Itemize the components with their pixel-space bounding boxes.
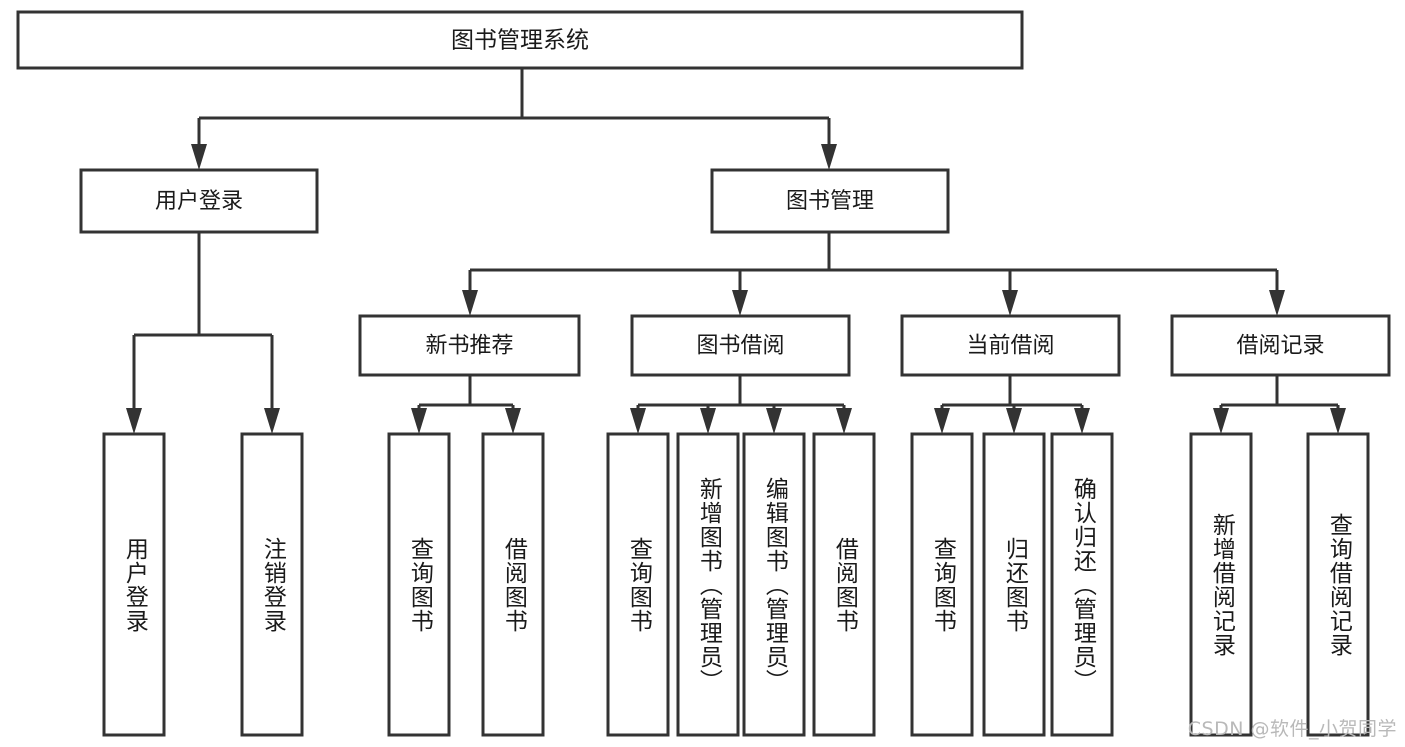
node-box-rect [1050, 432, 1114, 737]
node-box-rect [481, 432, 545, 737]
node-leaf-查询图书[interactable] [387, 432, 451, 737]
node-level2-图书管理[interactable]: 图书管理 [710, 168, 950, 234]
node-level3-借阅记录[interactable]: 借阅记录 [1170, 314, 1391, 377]
node-leaf-确认归还管理员[interactable] [1050, 432, 1114, 737]
node-leaf-新增借阅记录[interactable] [1189, 432, 1253, 737]
node-box-rect [900, 314, 1121, 377]
node-label: 图书管理 [786, 189, 874, 214]
node-leaf-查询借阅记录[interactable] [1306, 432, 1370, 737]
user-login-arrow-0 [126, 408, 142, 434]
node-box-rect [240, 432, 304, 737]
node-leaf-用户登录[interactable] [102, 432, 166, 737]
node-box-rect [982, 432, 1046, 737]
node-leaf-借阅图书[interactable] [481, 432, 545, 737]
node-box-rect [358, 314, 581, 377]
node-leaf-注销登录[interactable] [240, 432, 304, 737]
node-box-rect [910, 432, 974, 737]
current-arrow-1 [1006, 408, 1022, 434]
node-leaf-查询图书[interactable] [606, 432, 670, 737]
node-box-rect [102, 432, 166, 737]
node-box-rect [630, 314, 851, 377]
record-arrow-0 [1213, 408, 1229, 434]
node-level3-新书推荐[interactable]: 新书推荐 [358, 314, 581, 377]
record-arrow-1 [1330, 408, 1346, 434]
new-book-arrow-1 [505, 408, 521, 434]
node-box-rect [812, 432, 876, 737]
level3-arrow-1 [732, 290, 748, 316]
user-login-arrow-1 [264, 408, 280, 434]
node-level3-当前借阅[interactable]: 当前借阅 [900, 314, 1121, 377]
node-box-rect [710, 168, 950, 234]
watermark-text: CSDN @软件_小贺同学 [1187, 718, 1397, 740]
node-box-rect [606, 432, 670, 737]
level3-arrow-0 [462, 290, 478, 316]
node-box-rect [1189, 432, 1253, 737]
level3-arrow-2 [1002, 290, 1018, 316]
node-label: 新书推荐 [425, 334, 513, 359]
node-box-rect [742, 432, 806, 737]
connectors-layer [126, 68, 1346, 434]
node-label: 当前借阅 [966, 334, 1054, 359]
borrow-arrow-0 [630, 408, 646, 434]
node-box-rect [1170, 314, 1391, 377]
node-label: 用户登录 [155, 189, 243, 214]
node-leaf-编辑图书管理员[interactable] [742, 432, 806, 737]
new-book-arrow-0 [411, 408, 427, 434]
node-level3-图书借阅[interactable]: 图书借阅 [630, 314, 851, 377]
level3-arrow-3 [1269, 290, 1285, 316]
current-arrow-0 [934, 408, 950, 434]
node-leaf-查询图书[interactable] [910, 432, 974, 737]
node-root-图书管理系统[interactable]: 图书管理系统 [16, 10, 1024, 70]
node-box-rect [1306, 432, 1370, 737]
node-leaf-借阅图书[interactable] [812, 432, 876, 737]
node-label: 图书管理系统 [451, 28, 589, 54]
node-box-rect [79, 168, 319, 234]
node-label: 图书借阅 [696, 334, 784, 359]
borrow-arrow-3 [836, 408, 852, 434]
node-leaf-归还图书[interactable] [982, 432, 1046, 737]
current-arrow-2 [1074, 408, 1090, 434]
node-level2-用户登录[interactable]: 用户登录 [79, 168, 319, 234]
node-box-rect [16, 10, 1024, 70]
borrow-arrow-2 [766, 408, 782, 434]
level2-arrow-0 [191, 144, 207, 170]
node-box-rect [676, 432, 740, 737]
node-label: 借阅记录 [1236, 334, 1324, 359]
node-leaf-新增图书管理员[interactable] [676, 432, 740, 737]
node-box-rect [387, 432, 451, 737]
level2-arrow-1 [821, 144, 837, 170]
borrow-arrow-1 [700, 408, 716, 434]
